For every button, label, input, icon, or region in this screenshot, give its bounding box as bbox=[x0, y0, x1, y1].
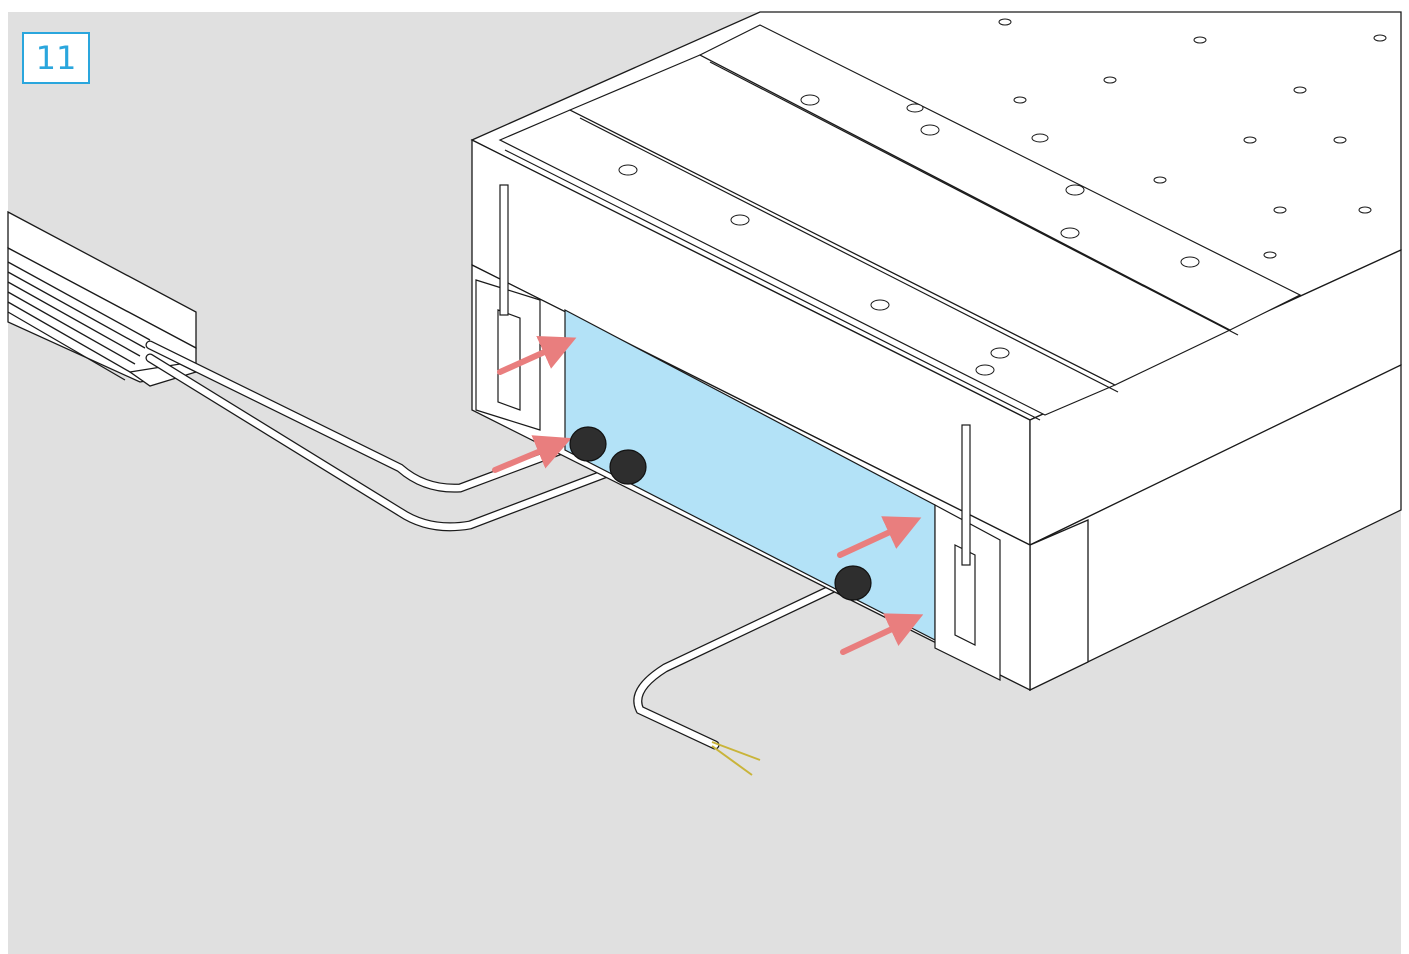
wire-ends bbox=[711, 741, 761, 776]
rails bbox=[498, 24, 1302, 421]
step-number: 11 bbox=[35, 39, 77, 77]
cables bbox=[145, 340, 845, 750]
step-number-badge: 11 bbox=[22, 32, 90, 84]
mounting-brackets bbox=[475, 184, 1001, 681]
red-arrow-icon bbox=[492, 335, 924, 655]
cable-gland-icon bbox=[569, 426, 872, 601]
mounting-holes bbox=[618, 18, 1387, 376]
